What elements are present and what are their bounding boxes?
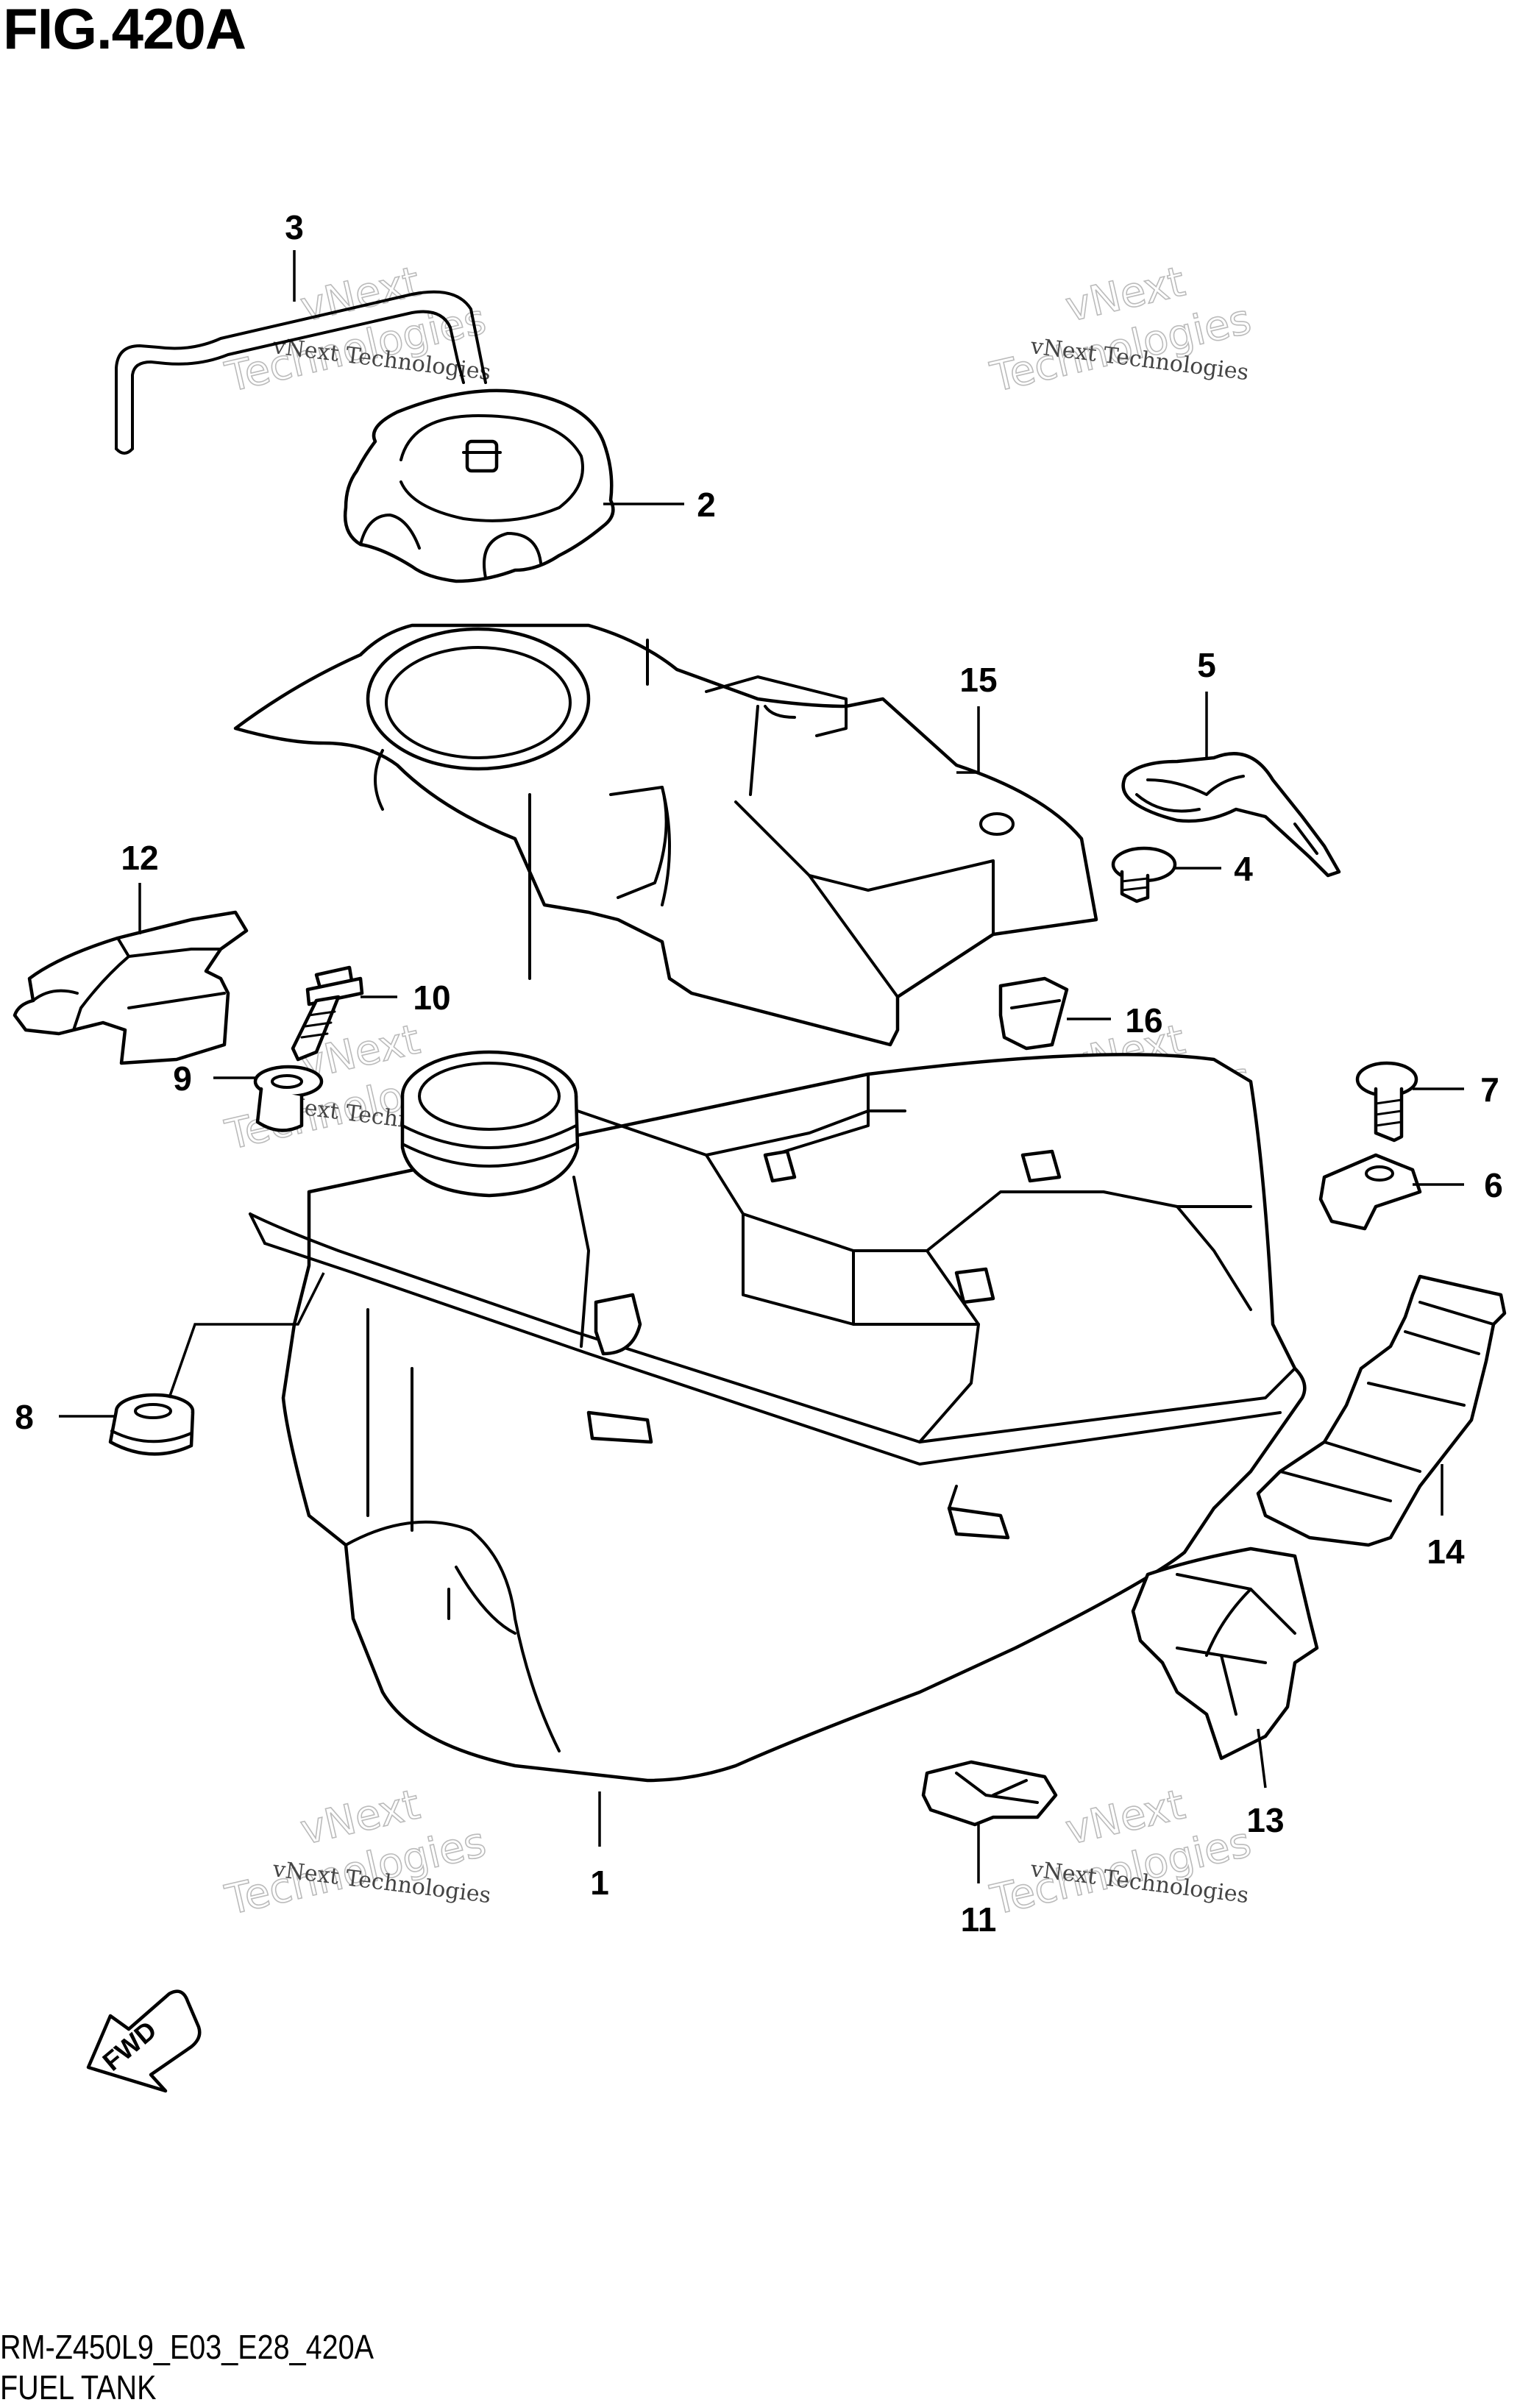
callout-16: 16 — [1125, 1001, 1162, 1040]
part-16-cushion-pad[interactable] — [998, 976, 1069, 1051]
callout-10: 10 — [413, 979, 450, 1017]
figure-name: FUEL TANK — [0, 2368, 157, 2407]
fwd-direction-arrow: FWD — [86, 1989, 202, 2093]
part-10-bolt[interactable] — [291, 965, 364, 1062]
part-4-screw[interactable] — [1111, 846, 1177, 903]
callout-1: 1 — [590, 1864, 609, 1902]
callout-14: 14 — [1427, 1532, 1465, 1571]
part-12-protector[interactable] — [13, 910, 249, 1065]
part-15-tank-cover[interactable] — [233, 623, 1098, 1047]
callout-11: 11 — [961, 1900, 997, 1939]
part-8-grommet[interactable] — [108, 1393, 195, 1456]
callout-7: 7 — [1480, 1070, 1499, 1109]
part-3-breather-hose[interactable] — [115, 290, 487, 455]
part-2-fuel-cap[interactable] — [343, 388, 615, 583]
part-1-fuel-tank[interactable] — [249, 1050, 1307, 1783]
callout-2: 2 — [697, 486, 716, 524]
part-11-pad[interactable] — [921, 1760, 1058, 1827]
figure-title: FIG.420A — [3, 0, 246, 61]
part-9-collar[interactable] — [253, 1065, 324, 1132]
callout-15: 15 — [959, 661, 997, 699]
callout-4: 4 — [1234, 850, 1253, 888]
leader-lines — [59, 250, 1464, 1883]
callout-13: 13 — [1246, 1801, 1284, 1839]
part-7-screw[interactable] — [1355, 1061, 1418, 1143]
callout-5: 5 — [1197, 646, 1216, 684]
part-13-protector[interactable] — [1131, 1546, 1319, 1761]
part-14-heat-shield[interactable] — [1256, 1274, 1507, 1547]
figure-code: RM-Z450L9_E03_E28_420A — [0, 2328, 374, 2366]
part-5-hose-guide[interactable] — [1121, 752, 1341, 878]
part-6-plate[interactable] — [1318, 1153, 1422, 1231]
callout-9: 9 — [173, 1059, 192, 1098]
callout-6: 6 — [1484, 1166, 1503, 1204]
callout-3: 3 — [285, 208, 304, 246]
callout-12: 12 — [121, 839, 158, 877]
callout-8: 8 — [15, 1398, 34, 1436]
